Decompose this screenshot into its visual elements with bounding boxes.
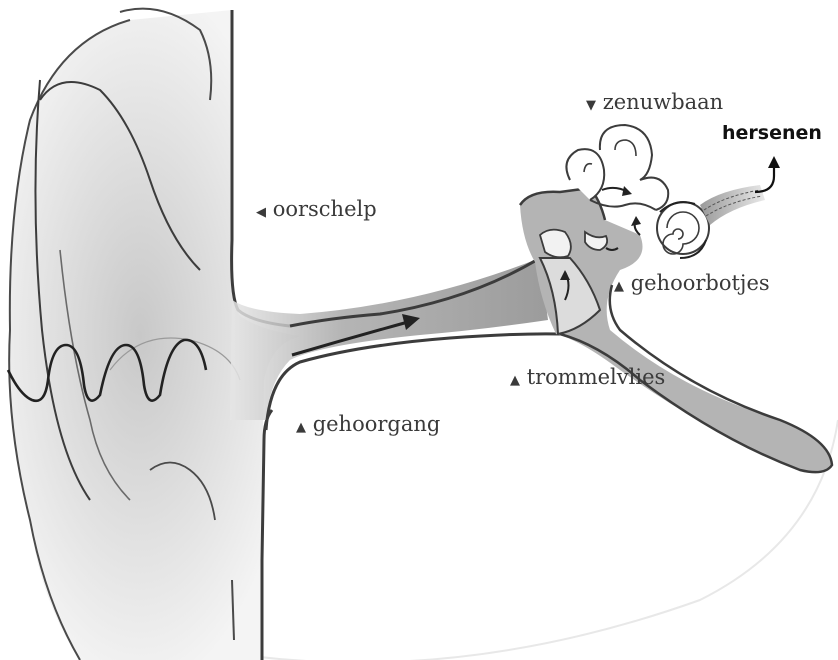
- label-trommelvlies-text: trommelvlies: [527, 365, 666, 389]
- ear-canal: [230, 258, 560, 430]
- marker-down-icon: ▼: [586, 94, 596, 118]
- marker-up-icon: ▲: [614, 275, 624, 299]
- marker-up-icon: ▲: [296, 416, 306, 440]
- label-oorschelp-text: oorschelp: [273, 197, 377, 221]
- label-gehoorbotjes: ▲ gehoorbotjes: [614, 271, 770, 299]
- label-hersenen: hersenen: [722, 122, 822, 144]
- label-gehoorbotjes-text: gehoorbotjes: [631, 271, 770, 295]
- marker-left-icon: ◀: [256, 201, 266, 225]
- label-gehoorgang: ▲ gehoorgang: [296, 412, 440, 440]
- label-oorschelp: ◀ oorschelp: [256, 197, 377, 225]
- label-gehoorgang-text: gehoorgang: [313, 412, 441, 436]
- label-zenuwbaan: ▼ zenuwbaan: [586, 90, 723, 118]
- label-zenuwbaan-text: zenuwbaan: [603, 90, 724, 114]
- label-trommelvlies: ▲ trommelvlies: [510, 365, 665, 393]
- marker-up-icon: ▲: [510, 369, 520, 393]
